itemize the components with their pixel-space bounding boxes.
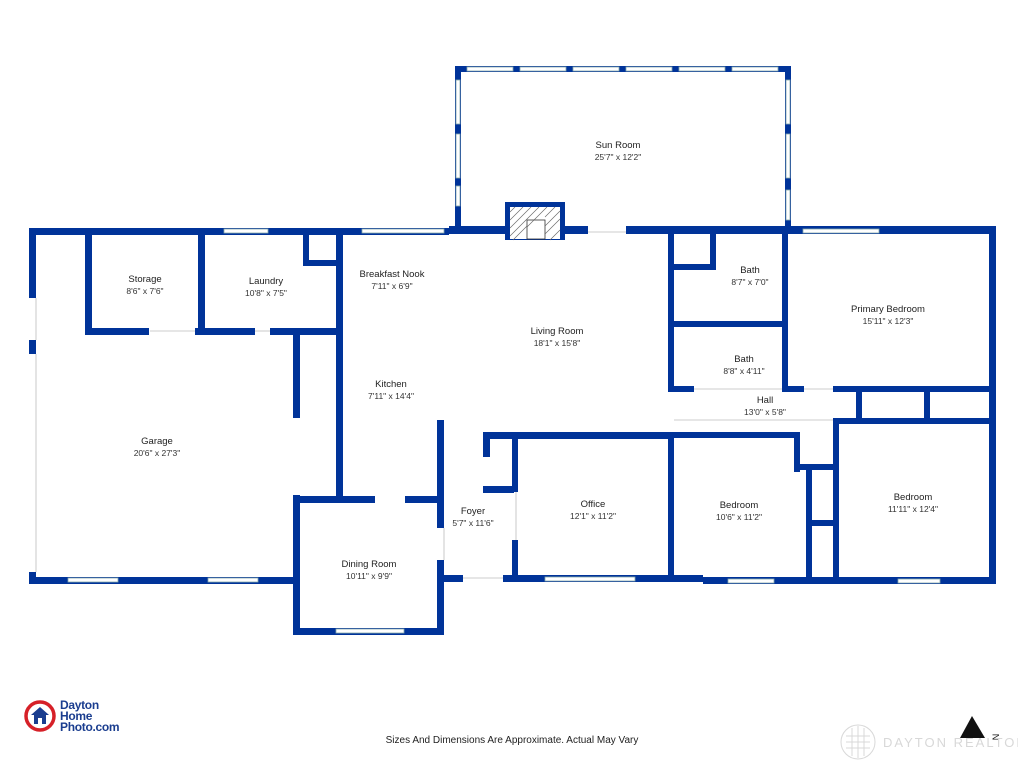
room-dims-hall: 13'0" x 5'8" <box>744 407 786 417</box>
room-dims-sun-room: 25'7" x 12'2" <box>595 152 642 162</box>
logo-text: Dayton Home Photo.com <box>60 697 120 734</box>
room-dims-foyer: 5'7" x 11'6" <box>452 518 493 528</box>
room-dims-breakfast-nook: 7'11" x 6'9" <box>371 281 412 291</box>
interior-lines <box>35 231 833 579</box>
room-name-sun-room: Sun Room <box>596 140 641 151</box>
logo-line-1: Dayton <box>60 697 99 712</box>
room-dims-bedroom-2: 11'11" x 12'4" <box>888 504 938 514</box>
footer-disclaimer: Sizes And Dimensions Are Approximate. Ac… <box>385 735 639 746</box>
room-name-foyer: Foyer <box>461 506 485 517</box>
room-dims-laundry: 10'8" x 7'5" <box>245 288 287 298</box>
fireplace <box>509 206 561 241</box>
room-dims-office: 12'1" x 11'2" <box>570 511 616 521</box>
room-dims-garage: 20'6" x 27'3" <box>134 448 181 458</box>
room-dims-bedroom-1: 10'6" x 11'2" <box>716 512 762 522</box>
room-name-bedroom-2: Bedroom <box>894 492 933 503</box>
brand-logo: Dayton Home Photo.com <box>24 697 120 734</box>
room-name-kitchen: Kitchen <box>375 379 407 390</box>
room-name-breakfast-nook: Breakfast Nook <box>360 269 425 280</box>
room-name-laundry: Laundry <box>249 276 284 287</box>
compass-icon: N <box>960 716 1001 740</box>
walls <box>29 66 996 635</box>
house-logo-icon <box>24 700 56 732</box>
room-name-dining-room: Dining Room <box>342 559 397 570</box>
room-name-office: Office <box>581 499 606 510</box>
room-dims-bath-2: 8'8" x 4'11" <box>723 366 764 376</box>
logo-line-3: Photo.com <box>60 719 120 734</box>
room-dims-storage: 8'6" x 7'6" <box>126 286 163 296</box>
room-name-garage: Garage <box>141 436 173 447</box>
compass-label: N <box>991 734 1001 741</box>
watermark-grid-icon <box>840 724 876 760</box>
watermark-text: DAYTON REALTORS <box>883 735 1018 750</box>
room-name-storage: Storage <box>128 274 161 285</box>
room-name-bath-1: Bath <box>740 265 760 276</box>
room-dims-kitchen: 7'11" x 14'4" <box>368 391 414 401</box>
room-name-primary-bedroom: Primary Bedroom <box>851 304 925 315</box>
windows <box>67 66 941 634</box>
room-dims-dining-room: 10'11" x 9'9" <box>346 571 392 581</box>
room-name-hall: Hall <box>757 395 773 406</box>
room-labels: Sun Room 25'7" x 12'2" Storage 8'6" x 7'… <box>126 140 938 581</box>
room-dims-living-room: 18'1" x 15'8" <box>534 338 581 348</box>
room-name-living-room: Living Room <box>531 326 584 337</box>
logo-line-2: Home <box>60 708 93 723</box>
room-dims-bath-1: 8'7" x 7'0" <box>731 277 768 287</box>
room-name-bath-2: Bath <box>734 354 754 365</box>
room-name-bedroom-1: Bedroom <box>720 500 759 511</box>
room-dims-primary-bedroom: 15'11" x 12'3" <box>863 316 914 326</box>
watermark-logo: DAYTON REALTORS <box>840 724 1018 760</box>
